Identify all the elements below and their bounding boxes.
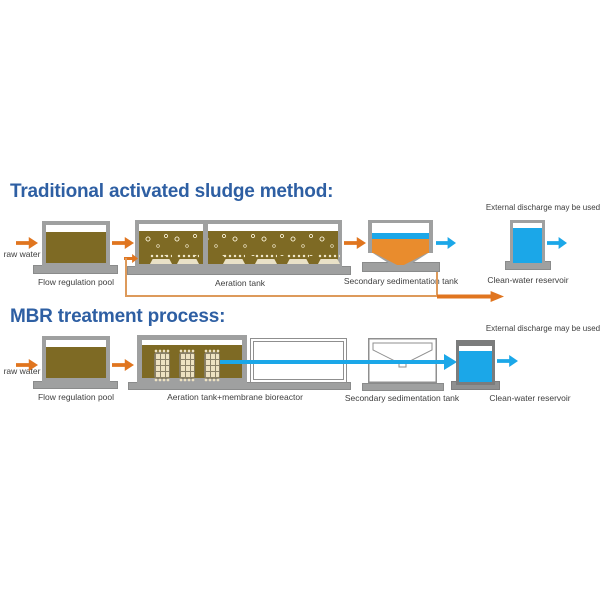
raw-water-label: raw water bbox=[3, 249, 41, 259]
clean-water-fill bbox=[513, 228, 542, 263]
membrane-module bbox=[154, 349, 170, 382]
sludge-return-line bbox=[125, 258, 127, 296]
sludge-layer bbox=[372, 239, 429, 253]
clean-water-reservoir bbox=[510, 220, 545, 266]
mixed-liquor-fill bbox=[139, 231, 338, 264]
flow-regulation-pool-tank bbox=[42, 336, 110, 382]
discharge-arrow-icon bbox=[497, 355, 518, 367]
aeration-tank-divider bbox=[203, 220, 208, 268]
permeate-pipe bbox=[220, 360, 446, 364]
sludge-return-line bbox=[436, 272, 438, 296]
external-discharge-note: External discharge may be used bbox=[485, 324, 600, 333]
raw-water-label: raw water bbox=[3, 366, 41, 376]
sludge-return-line bbox=[125, 295, 438, 297]
membrane-module bbox=[179, 349, 195, 382]
air-diffuser bbox=[255, 259, 277, 264]
section-title-mbr: MBR treatment process: bbox=[10, 306, 226, 327]
sedimentation-pedestal bbox=[362, 383, 444, 391]
flow-arrow-icon bbox=[16, 237, 38, 249]
external-discharge-note: External discharge may be used bbox=[485, 203, 600, 212]
pool-label: Flow regulation pool bbox=[37, 392, 115, 402]
flow-arrow-icon bbox=[112, 237, 134, 249]
sludge-return-inlet-arrow-icon bbox=[124, 254, 138, 263]
air-diffuser bbox=[223, 259, 245, 264]
reservoir-label: Clean-water reservoir bbox=[487, 275, 569, 285]
flow-arrow-icon bbox=[344, 237, 366, 249]
sedimentation-label: Secondary sedimentation tank bbox=[344, 393, 460, 403]
flow-arrow-icon bbox=[112, 359, 134, 371]
pool-label: Flow regulation pool bbox=[37, 277, 115, 287]
excess-sludge-arrow-icon bbox=[437, 291, 504, 302]
air-diffuser bbox=[318, 259, 340, 264]
diffuser-bubbles bbox=[255, 254, 277, 258]
reservoir-label: Clean-water reservoir bbox=[489, 393, 571, 403]
clarified-water-layer bbox=[372, 233, 429, 239]
diffuser-bubbles bbox=[287, 254, 309, 258]
aeration-label: Aeration tank bbox=[214, 278, 266, 288]
raw-water-fill bbox=[46, 347, 106, 378]
air-diffuser bbox=[287, 259, 309, 264]
air-diffuser bbox=[177, 259, 199, 264]
pool-base bbox=[33, 381, 118, 389]
diffuser-bubbles bbox=[177, 254, 199, 258]
aeration-bubbles bbox=[142, 233, 335, 256]
flow-regulation-pool-tank bbox=[42, 221, 110, 267]
raw-water-fill bbox=[46, 232, 106, 263]
sedimentation-spout bbox=[396, 265, 404, 271]
sedimentation-label: Secondary sedimentation tank bbox=[343, 276, 459, 286]
clean-water-fill bbox=[459, 351, 492, 382]
diffuser-bubbles bbox=[223, 254, 245, 258]
diffuser-bubbles bbox=[150, 254, 172, 258]
mbr-tank-base bbox=[128, 382, 351, 390]
discharge-arrow-icon bbox=[547, 237, 567, 249]
air-diffuser bbox=[150, 259, 172, 264]
clean-water-arrow-icon bbox=[436, 237, 456, 249]
membrane-module bbox=[204, 349, 220, 382]
diffuser-bubbles bbox=[318, 254, 340, 258]
section-title-traditional: Traditional activated sludge method: bbox=[10, 181, 334, 202]
clean-water-reservoir bbox=[456, 340, 495, 385]
mbr-label: Aeration tank+membrane bioreactor bbox=[167, 392, 303, 402]
